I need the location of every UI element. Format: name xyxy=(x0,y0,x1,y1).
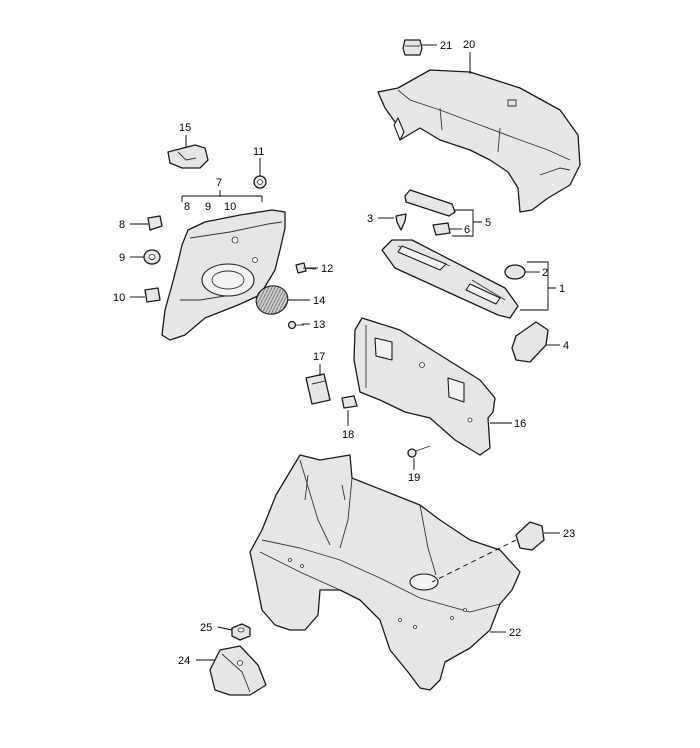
callout-14: 14 xyxy=(313,295,325,307)
part-3-screw[interactable] xyxy=(395,213,407,231)
part-8-holder[interactable] xyxy=(147,215,163,231)
callout-2: 2 xyxy=(542,267,548,279)
part-21-clip[interactable] xyxy=(402,39,423,56)
callout-10-sub: 10 xyxy=(224,201,236,213)
callout-21: 21 xyxy=(440,40,452,52)
callout-6: 6 xyxy=(464,224,470,236)
part-9-washer[interactable] xyxy=(143,249,161,265)
part-25-nut[interactable] xyxy=(231,623,251,641)
callout-24: 24 xyxy=(178,655,190,667)
callout-labels: 21 20 15 11 7 8 9 10 8 9 10 12 14 13 3 5… xyxy=(113,39,575,667)
callout-12: 12 xyxy=(321,263,333,275)
part-1-rear-trim-bracket[interactable] xyxy=(381,239,519,319)
part-23-plug-cap[interactable] xyxy=(515,521,545,551)
part-10-clip[interactable] xyxy=(144,287,161,303)
callout-9-sub: 9 xyxy=(205,201,211,213)
part-14-speaker-grille[interactable] xyxy=(252,282,291,319)
part-15-trim-cap[interactable] xyxy=(167,144,209,169)
callout-13: 13 xyxy=(313,319,325,331)
part-7-side-trim-panel[interactable] xyxy=(161,209,286,341)
callout-15: 15 xyxy=(179,122,191,134)
part-12-screw[interactable] xyxy=(295,262,317,274)
callout-8-sub: 8 xyxy=(184,201,190,213)
callout-22: 22 xyxy=(509,627,521,639)
callout-3: 3 xyxy=(367,213,373,225)
callout-18: 18 xyxy=(342,429,354,441)
callout-4: 4 xyxy=(563,340,569,352)
callout-10: 10 xyxy=(113,292,125,304)
part-4-cover-plate[interactable] xyxy=(511,321,549,363)
part-5-cover-strip[interactable] xyxy=(404,189,456,217)
callout-9: 9 xyxy=(119,252,125,264)
part-11-clip[interactable] xyxy=(253,175,267,189)
part-22-floor-liner[interactable] xyxy=(249,454,521,691)
part-16-bulkhead-panel[interactable] xyxy=(353,317,496,456)
callout-8: 8 xyxy=(119,219,125,231)
callout-7: 7 xyxy=(216,177,222,189)
callout-23: 23 xyxy=(563,528,575,540)
part-17-clip-bracket[interactable] xyxy=(305,373,331,405)
callout-25: 25 xyxy=(200,622,212,634)
leader-lines xyxy=(130,44,560,661)
callout-1: 1 xyxy=(559,283,565,295)
callout-19: 19 xyxy=(408,472,420,484)
part-18-buffer[interactable] xyxy=(341,395,358,409)
callout-20: 20 xyxy=(463,39,475,51)
part-19-bolt[interactable] xyxy=(407,445,431,458)
part-24-bracket[interactable] xyxy=(209,645,267,696)
callout-17: 17 xyxy=(313,351,325,363)
part-13-screw[interactable] xyxy=(287,320,305,330)
part-20-rear-shelf-cover[interactable] xyxy=(377,69,581,213)
callout-16: 16 xyxy=(514,418,526,430)
callout-11: 11 xyxy=(253,146,264,158)
part-6-clip[interactable] xyxy=(432,222,451,236)
part-2-cap[interactable] xyxy=(504,264,526,280)
callout-5: 5 xyxy=(485,217,491,229)
